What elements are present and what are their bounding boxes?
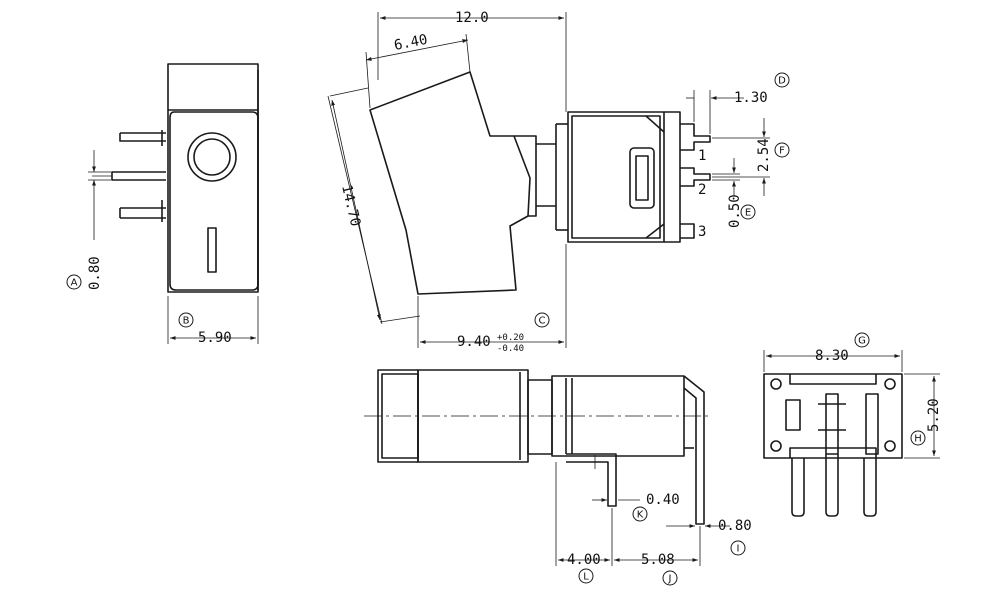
callout-c: C xyxy=(539,316,546,327)
dim-tol-plus: +0.20 xyxy=(497,333,524,343)
dim-pin-pitch: 2.54 xyxy=(756,138,772,172)
pin-label-1: 1 xyxy=(698,148,706,164)
callout-b: B xyxy=(183,316,190,327)
indicator-lamp xyxy=(187,132,237,182)
dim-pin-offset: 1.30 xyxy=(734,90,768,106)
front-view: 0.80 A 5.90 B xyxy=(66,63,259,346)
callout-j: J xyxy=(668,574,672,585)
dim-pin-thickness-e: 0.50 xyxy=(727,194,743,228)
dim-rocker-width: 6.40 xyxy=(393,32,429,54)
end-view: 8.30 G 5.20 H xyxy=(763,332,942,517)
dim-pin-gap: 0.80 xyxy=(718,518,752,534)
dim-side-length: 9.40 xyxy=(457,334,491,350)
dim-bracket-thickness: 0.40 xyxy=(646,492,680,508)
dim-end-height: 5.20 xyxy=(926,398,942,432)
on-mark xyxy=(207,227,217,273)
dim-bottom-span-j: 5.08 xyxy=(641,552,675,568)
bottom-view: 0.40 K 0.80 I 4.00 5.08 L J xyxy=(364,369,752,586)
dim-tol-minus: -0.40 xyxy=(497,344,524,354)
callout-k: K xyxy=(637,510,644,521)
dim-end-width: 8.30 xyxy=(815,348,849,364)
pin-label-2: 2 xyxy=(698,182,706,198)
callout-h: H xyxy=(914,434,922,445)
dim-pin-thickness-a: 0.80 xyxy=(87,256,103,290)
side-view: 1 2 3 12.0 6.40 14.70 9.40 +0.20 -0.40 C… xyxy=(327,10,790,354)
callout-i: I xyxy=(737,544,740,555)
callout-a: A xyxy=(71,278,78,289)
callout-e: E xyxy=(745,208,751,219)
pin-label-3: 3 xyxy=(698,224,706,240)
callout-d: D xyxy=(778,76,786,87)
dim-height: 14.70 xyxy=(338,183,363,228)
dim-front-width: 5.90 xyxy=(198,330,232,346)
dim-overall-length: 12.0 xyxy=(455,10,489,26)
callout-l: L xyxy=(583,572,589,583)
dim-bottom-span-l: 4.00 xyxy=(567,552,601,568)
callout-f: F xyxy=(779,146,785,157)
callout-g: G xyxy=(858,336,866,347)
